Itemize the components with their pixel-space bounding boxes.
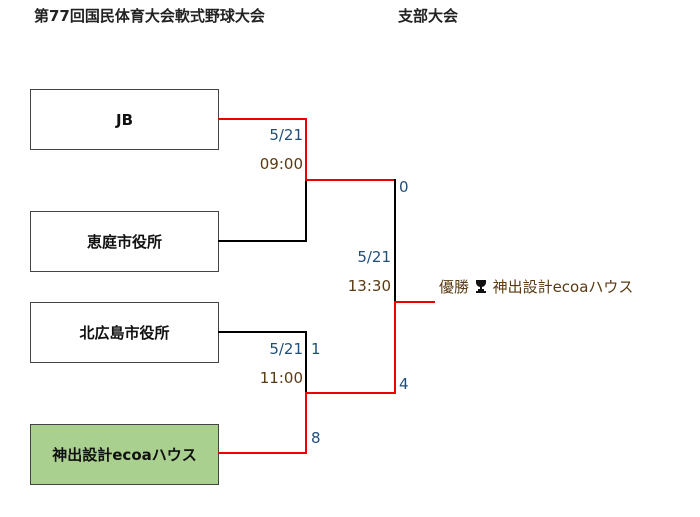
champion-name: 神出設計ecoaハウス	[492, 278, 634, 296]
page-title: 第77回国民体育大会軟式野球大会	[34, 7, 265, 25]
champion: 優勝 神出設計ecoaハウス	[439, 276, 633, 298]
bracket-line	[305, 179, 396, 181]
trophy-icon	[474, 279, 488, 298]
bracket-line	[394, 301, 435, 303]
match-date: 5/21	[357, 248, 391, 266]
score: 1	[311, 340, 321, 358]
bracket-line	[394, 301, 396, 394]
bracket-line	[305, 392, 396, 394]
score: 0	[399, 178, 409, 196]
bracket-line	[218, 452, 307, 454]
bracket-line	[305, 331, 307, 393]
champion-label: 優勝	[439, 278, 470, 296]
bracket-line	[218, 118, 307, 120]
score: 8	[311, 429, 321, 447]
bracket-line	[218, 331, 307, 333]
bracket-line	[218, 240, 307, 242]
match-time: 09:00	[259, 155, 303, 173]
team-box: 恵庭市役所	[30, 211, 219, 272]
bracket-line	[394, 179, 396, 302]
page-subtitle: 支部大会	[398, 7, 459, 25]
match-time: 11:00	[259, 369, 303, 387]
match-time: 13:30	[347, 277, 391, 295]
score: 4	[399, 375, 409, 393]
bracket-line	[305, 392, 307, 454]
match-date: 5/21	[269, 126, 303, 144]
team-box-winner: 神出設計ecoaハウス	[30, 424, 219, 485]
match-date: 5/21	[269, 340, 303, 358]
bracket-line	[305, 118, 307, 181]
team-box: 北広島市役所	[30, 302, 219, 363]
team-box: JB	[30, 89, 219, 150]
bracket-line	[305, 180, 307, 242]
